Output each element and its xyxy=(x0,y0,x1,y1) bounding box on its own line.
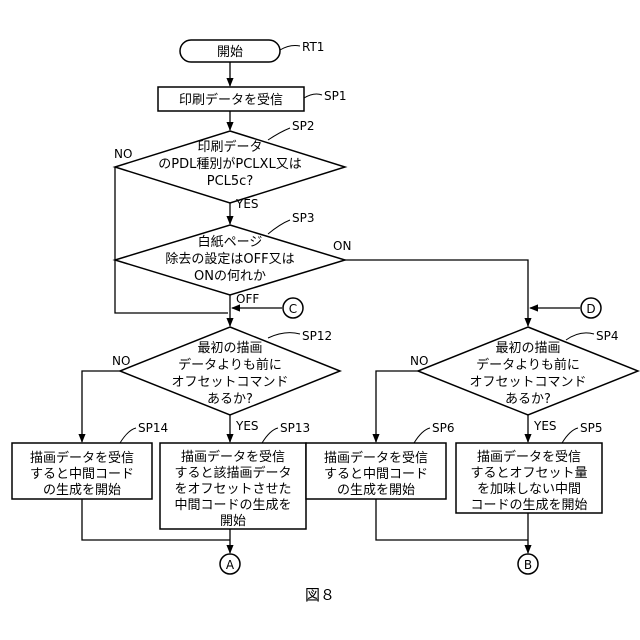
svg-text:すると中間コード: すると中間コード xyxy=(324,467,428,482)
receive-print-data-box: 印刷データを受信 xyxy=(158,87,304,111)
svg-text:あるか?: あるか? xyxy=(505,392,551,407)
svg-text:のPDL種別がPCLXL又は: のPDL種別がPCLXL又は xyxy=(158,156,301,172)
svg-text:あるか?: あるか? xyxy=(207,392,253,407)
svg-text:ONの何れか: ONの何れか xyxy=(194,268,266,284)
sp3-ref-label: SP3 xyxy=(292,211,315,225)
svg-text:データよりも前に: データよりも前に xyxy=(178,357,282,373)
connector-b: B xyxy=(518,554,538,574)
sp4-ref-label: SP4 xyxy=(596,329,619,343)
start-intermediate-code-box-right: 描画データを受信 すると中間コード の生成を開始 xyxy=(306,443,446,499)
svg-text:B: B xyxy=(524,558,532,572)
svg-text:すると該描画データ: すると該描画データ xyxy=(174,465,291,481)
svg-text:を加味しない中間: を加味しない中間 xyxy=(477,482,581,497)
svg-text:除去の設定はOFF又は: 除去の設定はOFF又は xyxy=(165,251,294,267)
connector-a: A xyxy=(220,554,240,574)
svg-text:A: A xyxy=(226,558,235,572)
no-offset-intermediate-code-box: 描画データを受信 するとオフセット量 を加味しない中間 コードの生成を開始 xyxy=(456,443,602,513)
sp2-no-label: NO xyxy=(114,147,132,161)
svg-text:描画データを受信: 描画データを受信 xyxy=(477,449,581,465)
svg-text:をオフセットさせた: をオフセットさせた xyxy=(174,482,291,497)
svg-text:コードの生成を開始: コードの生成を開始 xyxy=(470,498,587,513)
sp12-yes-label: YES xyxy=(235,419,259,433)
svg-text:中間コードの生成を: 中間コードの生成を xyxy=(174,498,291,513)
sp2-yes-label: YES xyxy=(235,197,259,211)
svg-text:すると中間コード: すると中間コード xyxy=(30,467,134,482)
pdl-type-decision: 印刷データ のPDL種別がPCLXL又は PCL5c? xyxy=(115,131,345,203)
svg-text:印刷データ: 印刷データ xyxy=(197,139,262,155)
sp2-ref-label: SP2 xyxy=(292,119,315,133)
svg-text:開始: 開始 xyxy=(220,514,246,529)
connector-c: C xyxy=(283,298,303,318)
svg-text:開始: 開始 xyxy=(217,45,243,60)
connector-d: D xyxy=(581,298,601,318)
svg-text:データよりも前に: データよりも前に xyxy=(476,357,580,373)
blank-page-setting-decision: 白紙ページ 除去の設定はOFF又は ONの何れか xyxy=(115,225,345,295)
svg-text:描画データを受信: 描画データを受信 xyxy=(181,449,285,465)
svg-text:D: D xyxy=(586,302,595,316)
svg-text:PCL5c?: PCL5c? xyxy=(207,174,253,189)
start-terminal: 開始 xyxy=(180,40,280,62)
svg-text:の生成を開始: の生成を開始 xyxy=(337,483,415,498)
sp12-ref-label: SP12 xyxy=(302,329,332,343)
sp5-ref-label: SP5 xyxy=(580,421,603,435)
svg-text:最初の描画: 最初の描画 xyxy=(197,341,262,356)
figure-caption: 図８ xyxy=(305,586,335,604)
svg-text:印刷データを受信: 印刷データを受信 xyxy=(179,92,283,108)
sp4-yes-label: YES xyxy=(533,419,557,433)
sp14-ref-label: SP14 xyxy=(138,421,168,435)
svg-text:の生成を開始: の生成を開始 xyxy=(43,483,121,498)
svg-text:描画データを受信: 描画データを受信 xyxy=(324,450,428,466)
start-ref-label: RT1 xyxy=(302,40,324,54)
sp13-ref-label: SP13 xyxy=(280,421,310,435)
sp4-no-label: NO xyxy=(410,354,428,368)
svg-text:描画データを受信: 描画データを受信 xyxy=(30,450,134,466)
svg-text:するとオフセット量: するとオフセット量 xyxy=(470,466,587,481)
svg-text:オフセットコマンド: オフセットコマンド xyxy=(469,375,586,390)
sp3-off-label: OFF xyxy=(236,292,259,306)
svg-text:C: C xyxy=(289,302,297,316)
offset-intermediate-code-box: 描画データを受信 すると該描画データ をオフセットさせた 中間コードの生成を 開… xyxy=(160,443,306,529)
svg-text:最初の描画: 最初の描画 xyxy=(495,341,560,356)
svg-text:オフセットコマンド: オフセットコマンド xyxy=(171,375,288,390)
start-intermediate-code-box-left: 描画データを受信 すると中間コード の生成を開始 xyxy=(12,443,152,499)
sp3-on-label: ON xyxy=(333,239,351,253)
sp1-ref-label: SP1 xyxy=(324,89,347,103)
svg-text:白紙ページ: 白紙ページ xyxy=(198,234,263,250)
sp6-ref-label: SP6 xyxy=(432,421,455,435)
sp12-no-label: NO xyxy=(112,354,130,368)
